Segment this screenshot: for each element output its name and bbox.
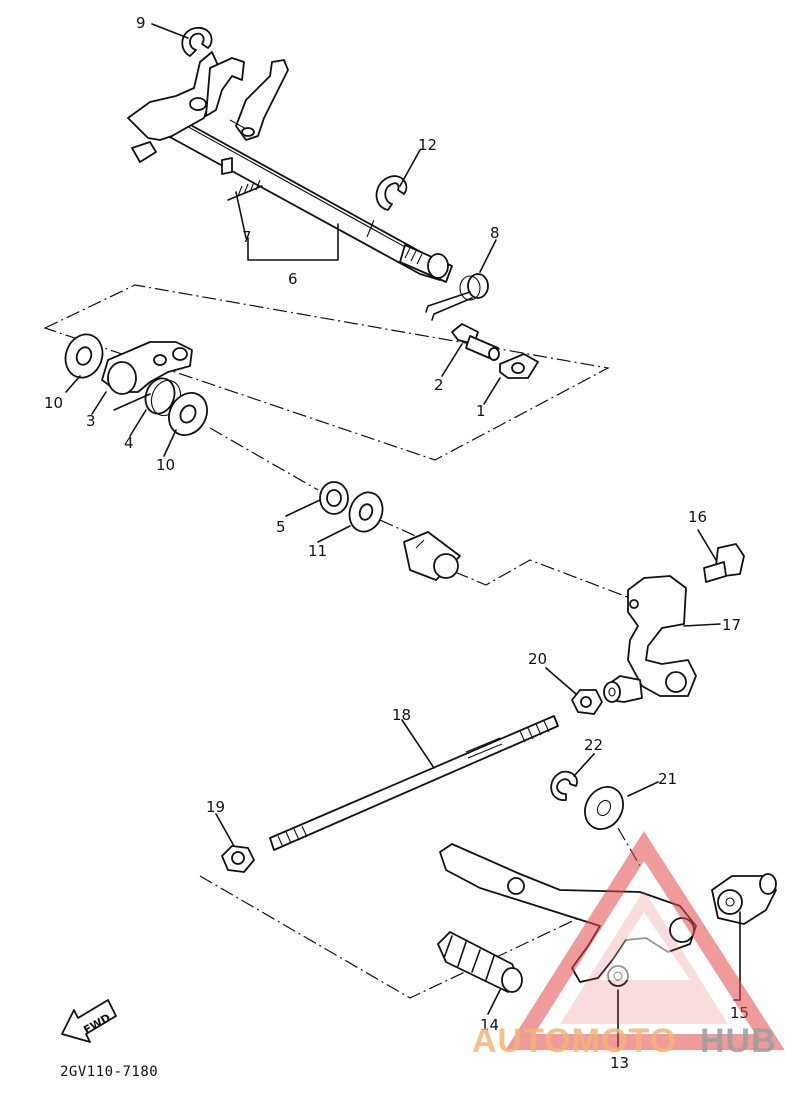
callout-labels: 9 12 8 7 6 10 3 4 10 2 1 5 11 16 17 20 1… <box>44 14 749 1072</box>
watermark-logo <box>505 831 785 1050</box>
watermark-word-b: HUB <box>700 1022 777 1060</box>
screw-16 <box>703 543 745 583</box>
callout-10-right: 10 <box>156 456 175 474</box>
callout-17: 17 <box>722 616 741 634</box>
watermark-word-a: AUTOMOTO <box>472 1022 677 1060</box>
callout-4: 4 <box>124 434 134 452</box>
callout-19: 19 <box>206 798 225 816</box>
shift-shaft <box>167 117 453 283</box>
assembly-outline-lower <box>199 875 601 999</box>
callout-21: 21 <box>658 770 677 788</box>
forward-arrow-icon: FWD <box>61 999 117 1043</box>
callout-22: 22 <box>584 736 603 754</box>
tie-rod-18 <box>269 715 559 851</box>
pin-and-spring <box>221 157 263 201</box>
washer-10-right <box>168 392 208 436</box>
seal-5 <box>319 481 349 515</box>
callout-18: 18 <box>392 706 411 724</box>
callout-8: 8 <box>490 224 500 242</box>
callout-14: 14 <box>480 1016 499 1034</box>
callout-13: 13 <box>610 1054 629 1072</box>
circlip-12 <box>375 175 408 211</box>
bolt-2 <box>451 323 500 361</box>
return-spring <box>425 273 489 321</box>
callout-5: 5 <box>276 518 286 536</box>
drawing-code: 2GV110-7180 <box>60 1064 158 1080</box>
washer-11 <box>348 491 384 533</box>
washer-10-left <box>64 333 104 379</box>
callout-11: 11 <box>308 542 327 560</box>
callout-6: 6 <box>288 270 298 288</box>
callout-7: 7 <box>242 228 252 246</box>
callout-2: 2 <box>434 376 444 394</box>
callout-1: 1 <box>476 402 486 420</box>
nut-19 <box>221 845 255 873</box>
rubber-peg-14 <box>437 931 523 993</box>
callout-12: 12 <box>418 136 437 154</box>
callout-10-left: 10 <box>44 394 63 412</box>
callout-16: 16 <box>688 508 707 526</box>
circlip-22 <box>550 770 578 801</box>
connection-lines <box>209 427 641 867</box>
callout-3: 3 <box>86 412 96 430</box>
link-arm-17 <box>603 575 697 703</box>
watermark-text: AUTOMOTO HUB <box>472 1022 777 1060</box>
plate-1 <box>499 353 539 379</box>
assembly-outline-upper <box>43 284 610 461</box>
callout-9: 9 <box>136 14 146 32</box>
washer-21 <box>584 786 624 830</box>
shift-fork-arm <box>127 51 289 163</box>
collar <box>403 531 461 581</box>
spring-4 <box>113 377 182 417</box>
circlip-9 <box>181 27 213 57</box>
clevis-15 <box>711 873 777 925</box>
nut-20 <box>571 689 603 715</box>
lever-3 <box>101 341 193 395</box>
callout-20: 20 <box>528 650 547 668</box>
